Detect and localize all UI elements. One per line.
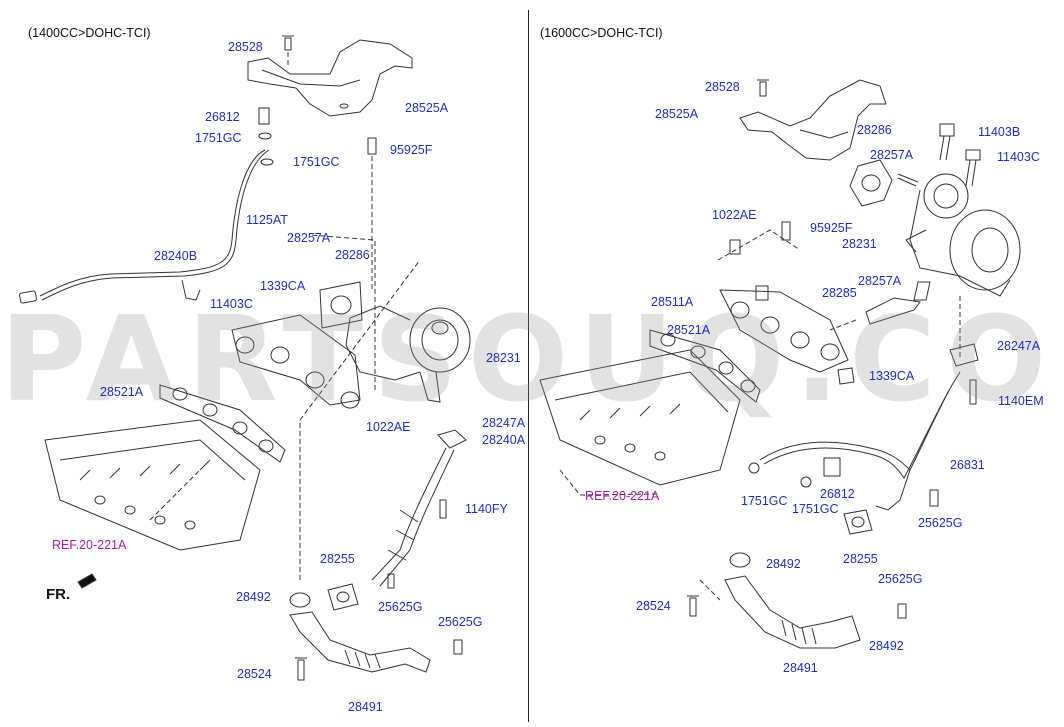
heat-shield-left: [247, 39, 413, 117]
label-26812[interactable]: 26812: [205, 110, 240, 124]
label-28492-r1[interactable]: 28492: [766, 557, 801, 571]
label-25625g-r1[interactable]: 25625G: [918, 516, 963, 530]
section-divider: [528, 10, 529, 722]
label-28286-r[interactable]: 28286: [857, 123, 892, 137]
label-28528-r[interactable]: 28528: [705, 80, 740, 94]
label-26831[interactable]: 26831: [950, 458, 985, 472]
label-28528[interactable]: 28528: [228, 40, 263, 54]
label-28257a[interactable]: 28257A: [287, 231, 331, 245]
label-26812-r[interactable]: 26812: [820, 487, 855, 501]
label-28247a-r[interactable]: 28247A: [997, 339, 1041, 353]
label-1140fy[interactable]: 1140FY: [465, 502, 508, 516]
label-28491[interactable]: 28491: [348, 700, 383, 714]
label-95925f-r[interactable]: 95925F: [810, 221, 853, 235]
label-28525a-r[interactable]: 28525A: [655, 107, 699, 121]
label-28255[interactable]: 28255: [320, 552, 355, 566]
label-28255-r[interactable]: 28255: [843, 552, 878, 566]
label-28521a-r[interactable]: 28521A: [667, 323, 711, 337]
label-11403c[interactable]: 11403C: [210, 297, 253, 311]
label-28286[interactable]: 28286: [335, 248, 370, 262]
label-28491-r[interactable]: 28491: [783, 661, 818, 675]
label-28240b[interactable]: 28240B: [154, 249, 198, 263]
ref-20-221a-right[interactable]: REF.20-221A: [585, 489, 660, 503]
label-28524[interactable]: 28524: [237, 667, 272, 681]
label-1751gc-b[interactable]: 1751GC: [293, 155, 340, 169]
header-left: (1400CC>DOHC-TCI): [28, 26, 151, 40]
label-1339ca-r[interactable]: 1339CA: [869, 369, 915, 383]
label-28257a-r2[interactable]: 28257A: [858, 274, 902, 288]
label-28231-r[interactable]: 28231: [842, 237, 877, 251]
heat-shield-right: [739, 79, 887, 161]
label-11403c-r[interactable]: 11403C: [997, 150, 1040, 164]
fr-label: FR.: [46, 586, 71, 603]
label-1125at[interactable]: 1125AT: [246, 213, 288, 227]
label-1339ca[interactable]: 1339CA: [260, 279, 306, 293]
label-28285[interactable]: 28285: [822, 286, 857, 300]
label-28492[interactable]: 28492: [236, 590, 271, 604]
label-25625g-b[interactable]: 25625G: [438, 615, 483, 629]
header-right: (1600CC>DOHC-TCI): [540, 26, 663, 40]
label-28524-r[interactable]: 28524: [636, 599, 671, 613]
label-28257a-r[interactable]: 28257A: [870, 148, 914, 162]
label-28511a[interactable]: 28511A: [651, 295, 694, 309]
label-28240a[interactable]: 28240A: [482, 433, 526, 447]
label-25625g-r2[interactable]: 25625G: [878, 572, 923, 586]
label-28525a[interactable]: 28525A: [405, 101, 449, 115]
label-28492-r2[interactable]: 28492: [869, 639, 904, 653]
ref-20-221a-left[interactable]: REF.20-221A: [52, 538, 127, 552]
label-28231[interactable]: 28231: [486, 351, 521, 365]
label-1022ae[interactable]: 1022AE: [366, 420, 411, 434]
label-28247a[interactable]: 28247A: [482, 416, 526, 430]
label-1751gc-a[interactable]: 1751GC: [195, 131, 242, 145]
label-1751gc-r1[interactable]: 1751GC: [741, 494, 788, 508]
label-28521a[interactable]: 28521A: [100, 385, 144, 399]
label-1022ae-r[interactable]: 1022AE: [712, 208, 757, 222]
label-95925f[interactable]: 95925F: [390, 143, 433, 157]
label-1140em[interactable]: 1140EM: [998, 394, 1044, 408]
label-1751gc-r2[interactable]: 1751GC: [792, 502, 839, 516]
label-25625g-a[interactable]: 25625G: [378, 600, 423, 614]
label-11403b[interactable]: 11403B: [978, 125, 1021, 139]
